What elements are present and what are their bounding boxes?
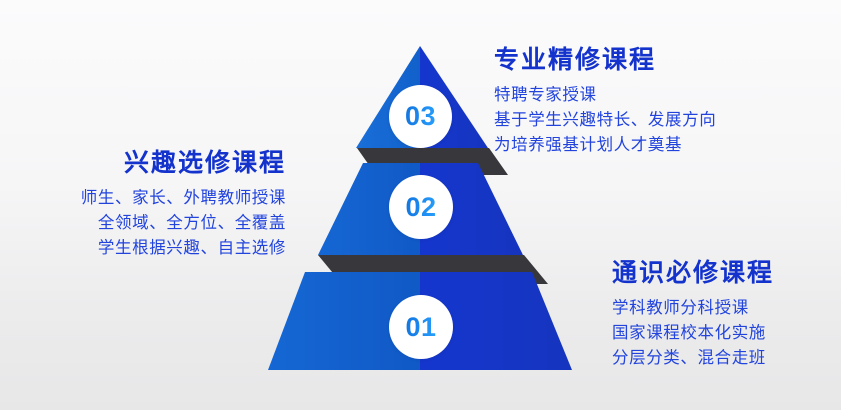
tier-2-number-badge: 02 (389, 175, 453, 239)
tier-1-line-2: 国家课程校本化实施 (612, 324, 766, 343)
tier-1-face-left (268, 272, 420, 370)
tier-1-title: 通识必修课程 (612, 259, 775, 287)
tier-2-face-left (318, 163, 420, 255)
tier-3-line-2: 基于学生兴趣特长、发展方向 (494, 111, 717, 130)
tier-1-line-1: 学科教师分科授课 (612, 299, 749, 318)
tier-3-line-1: 特聘专家授课 (494, 86, 597, 105)
tier-3-number: 03 (404, 101, 437, 131)
tier-2-text-block: 兴趣选修课程 师生、家长、外聘教师授课 全领域、全方位、全覆盖 学生根据兴趣、自… (81, 148, 286, 261)
tier-1-line-3: 分层分类、混合走班 (612, 349, 766, 368)
tier-1-text-block: 通识必修课程 学科教师分科授课 国家课程校本化实施 分层分类、混合走班 (612, 258, 774, 371)
tier-3-description: 特聘专家授课 基于学生兴趣特长、发展方向 为培养强基计划人才奠基 (494, 83, 716, 158)
tier-3-text-block: 专业精修课程 特聘专家授课 基于学生兴趣特长、发展方向 为培养强基计划人才奠基 (494, 45, 716, 158)
tier-1-number-badge: 01 (389, 295, 453, 359)
tier-2-description: 师生、家长、外聘教师授课 全领域、全方位、全覆盖 学生根据兴趣、自主选修 (81, 186, 286, 261)
tier-1-description: 学科教师分科授课 国家课程校本化实施 分层分类、混合走班 (612, 296, 774, 371)
tier-3-number-badge: 03 (389, 85, 452, 148)
tier-1-number: 01 (405, 311, 437, 342)
tier-1-face-right (420, 272, 572, 370)
tier-3-title: 专业精修课程 (494, 46, 657, 74)
tier-2-line-1: 师生、家长、外聘教师授课 (80, 189, 286, 208)
tier-2-title: 兴趣选修课程 (123, 149, 286, 177)
tier-2-line-3: 学生根据兴趣、自主选修 (97, 239, 286, 258)
tier-2-line-2: 全领域、全方位、全覆盖 (97, 214, 286, 233)
tier-2-number: 02 (405, 191, 437, 222)
tier-3-line-3: 为培养强基计划人才奠基 (494, 136, 683, 155)
